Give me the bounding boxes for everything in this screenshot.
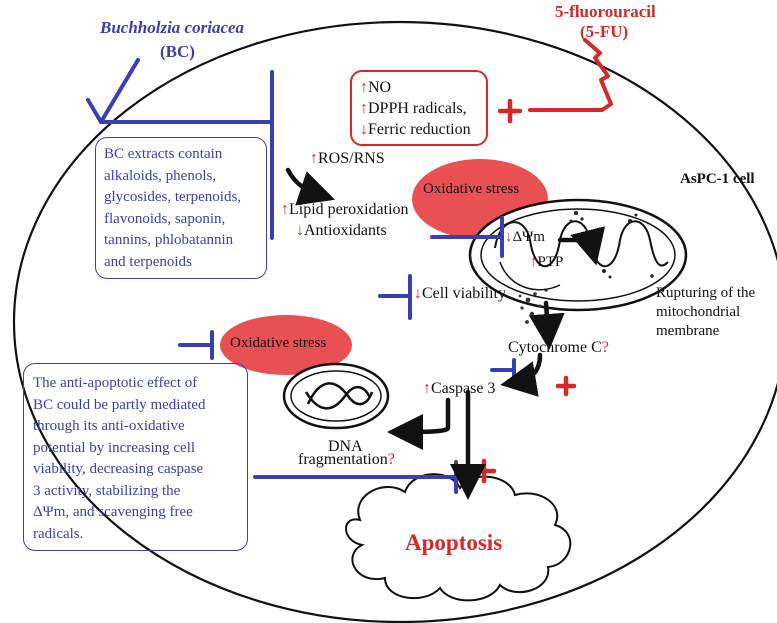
cytochrome-text: Cytochrome C bbox=[508, 339, 602, 356]
up-arrow: ↑ bbox=[310, 150, 318, 167]
ptp-text: PTP bbox=[537, 254, 564, 270]
rupturing-label-2: mitochondrial bbox=[656, 304, 741, 320]
oxidative-stress-label-left: Oxidative stress bbox=[230, 335, 327, 351]
bc-box-line-5: tannins, phlobatannin bbox=[104, 232, 234, 248]
down-arrow: ↓ bbox=[296, 222, 304, 239]
bc-box-line-6: and terpenoids bbox=[104, 253, 192, 270]
dna-question: ? bbox=[387, 451, 395, 468]
bc-box-line-2: alkaloids, phenols, bbox=[104, 167, 217, 184]
mechanism-line-8: radicals. bbox=[33, 525, 84, 542]
dna-label-1: DNA bbox=[328, 438, 363, 455]
ros-rns-label: ↑ROS/RNS bbox=[310, 150, 385, 168]
apoptosis-label: Apoptosis bbox=[405, 530, 503, 555]
bc-abbr-label: (BC) bbox=[160, 42, 195, 61]
mechanism-line-1: The anti-apoptotic effect of bbox=[33, 375, 198, 391]
ptp-label: ↑PTP bbox=[530, 254, 563, 271]
mechanism-line-5: viability, decreasing caspase bbox=[33, 461, 204, 477]
delta-psi-label: ↓ΔΨm bbox=[505, 229, 545, 246]
process-arrows bbox=[285, 167, 606, 500]
mechanism-line-3: through its anti-oxidative bbox=[33, 418, 185, 434]
delta-psi-text: ΔΨm bbox=[512, 229, 545, 245]
mechanism-line-7: ΔΨm, and scavenging free bbox=[33, 504, 193, 520]
fu-box-line-1: NO bbox=[368, 79, 392, 96]
oxidative-stress-blob-left bbox=[220, 315, 352, 375]
bc-box-line-3: glycosides, terpenoids, bbox=[104, 189, 242, 205]
fu-abbr-label: (5-FU) bbox=[580, 22, 629, 41]
lipid-peroxidation-label: ↑Lipid peroxidation bbox=[281, 201, 409, 219]
cell-membrane bbox=[13, 20, 777, 623]
down-arrow: ↓ bbox=[360, 121, 368, 138]
mechanism-line-6: 3 activity, stabilizing the bbox=[33, 482, 181, 499]
cell-viability-text: Cell viability bbox=[422, 285, 506, 302]
cell-viability-label: ↓Cell viability bbox=[414, 285, 506, 303]
up-arrow: ↑ bbox=[281, 201, 289, 218]
up-arrow: ↑ bbox=[423, 380, 431, 397]
rupturing-label-3: membrane bbox=[656, 323, 720, 339]
fu-box-line-3: Ferric reduction bbox=[368, 121, 471, 138]
antioxidants-label: ↓Antioxidants bbox=[296, 222, 387, 240]
mechanism-box: The anti-apoptotic effect of BC could be… bbox=[23, 363, 248, 551]
bc-name-label: Buchholzia coriacea bbox=[100, 18, 245, 37]
cytochrome-question: ? bbox=[601, 339, 609, 356]
caspase-text: Caspase 3 bbox=[431, 380, 496, 397]
fu-name-label: 5-fluorouracil bbox=[555, 2, 656, 21]
nucleus-dna bbox=[282, 362, 390, 430]
down-arrow: ↓ bbox=[505, 229, 513, 245]
up-arrow: ↑ bbox=[530, 254, 538, 270]
dna-fragmentation-text: fragmentation bbox=[298, 451, 388, 468]
down-arrow: ↓ bbox=[414, 285, 422, 302]
dna-label-2: fragmentation? bbox=[298, 451, 395, 469]
ros-rns-text: ROS/RNS bbox=[318, 150, 385, 167]
fu-effects-box: ↑NO ↑DPPH radicals, ↓Ferric reduction bbox=[350, 70, 488, 146]
cell-label: AsPC-1 cell bbox=[680, 171, 755, 187]
lipid-peroxidation-text: Lipid peroxidation bbox=[289, 201, 409, 218]
up-arrow: ↑ bbox=[360, 100, 368, 117]
bc-extracts-box: BC extracts contain alkaloids, phenols, … bbox=[95, 137, 267, 279]
fu-activation bbox=[528, 38, 613, 112]
fu-box-line-2: DPPH radicals, bbox=[368, 100, 467, 117]
bc-inhibition-lines bbox=[86, 58, 274, 240]
bc-box-line-1: BC extracts contain bbox=[104, 146, 223, 162]
cytochrome-label: Cytochrome C? bbox=[508, 339, 609, 357]
bc-box-line-4: flavonoids, saponin, bbox=[104, 210, 226, 227]
rupturing-label-1: Rupturing of the bbox=[656, 285, 756, 301]
up-arrow: ↑ bbox=[360, 79, 368, 96]
caspase-label: ↑Caspase 3 bbox=[423, 380, 495, 398]
antioxidants-text: Antioxidants bbox=[304, 222, 387, 239]
mechanism-line-2: BC could be partly mediated bbox=[33, 396, 206, 413]
mechanism-line-4: potential by increasing cell bbox=[33, 439, 196, 456]
oxidative-stress-label-top: Oxidative stress bbox=[423, 181, 520, 197]
